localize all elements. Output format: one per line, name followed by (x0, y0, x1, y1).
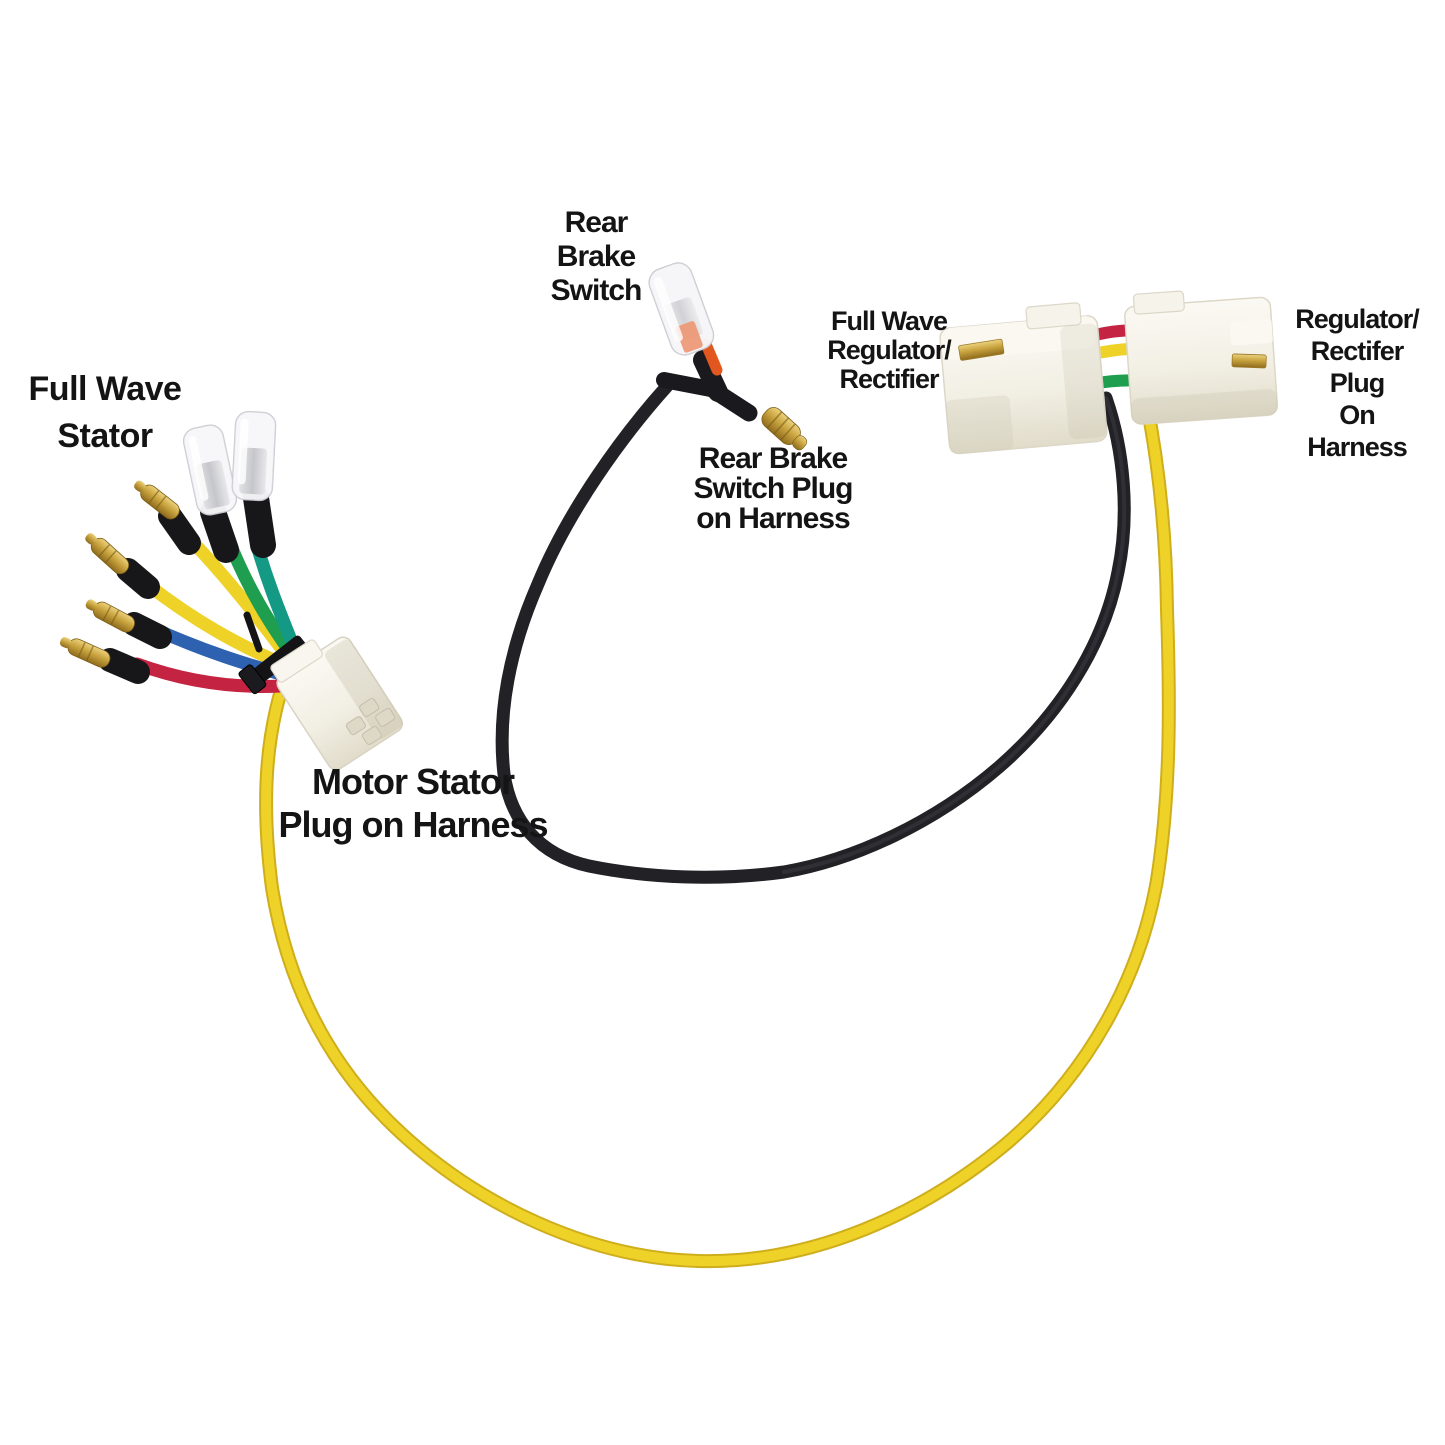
regulator-plug-connector (1124, 290, 1279, 425)
bullet-terminal-3 (85, 599, 172, 649)
regulator-collar-shade (946, 395, 1014, 454)
black-wire-sheen (782, 396, 1127, 874)
bullet-ridges (77, 642, 94, 662)
cable-tie-head (238, 664, 267, 695)
plug-cavity (375, 707, 396, 727)
label-full-wave-regulator-rectifier: Full Wave Regulator/ Rectifier (827, 306, 952, 394)
bullet-tip (792, 435, 808, 451)
rear-brake-switch-terminal (648, 262, 715, 356)
regulator-lock-tab (1025, 302, 1082, 330)
plug-cavity (345, 716, 366, 736)
label-rear-brake-switch: Rear Brake Switch (550, 206, 643, 307)
plug-cavity (359, 698, 380, 717)
heat-shrink (116, 558, 160, 599)
label-motor-stator-plug: Motor Stator Plug on Harness (278, 761, 548, 845)
cable-tie-band (250, 635, 308, 684)
stator-wire-yellow-2 (140, 577, 290, 671)
orange-wire-segment (700, 338, 723, 376)
regulator-rectifier-connector (939, 302, 1108, 455)
heat-shrink (158, 504, 201, 555)
motor-stator-plug-connector (270, 636, 404, 771)
rear-brake-bullet-terminal (761, 407, 808, 451)
cable-tie (238, 611, 308, 695)
bullet-body (93, 601, 135, 633)
clear-cover-sheen (649, 263, 714, 355)
bullet-tip (85, 533, 97, 545)
cable-tie-tail (243, 611, 263, 653)
bullet-terminal-4 (59, 637, 150, 684)
bullet-terminal-1 (134, 480, 201, 555)
heat-shrink (243, 485, 276, 558)
bullet-ridges (766, 411, 796, 441)
label-rear-brake-switch-plug: Rear Brake Switch Plug on Harness (693, 442, 853, 535)
bullet-tip (85, 599, 98, 611)
bullet-terminal-2 (85, 533, 160, 599)
bullet-ridges (98, 544, 117, 564)
spade-terminal-green (182, 424, 239, 563)
heat-shrink (98, 648, 150, 684)
bullet-ridges (148, 490, 167, 510)
rear-brake-switch-pigtail (648, 262, 808, 451)
motor-stator-plug-tab (270, 639, 323, 683)
regulator-plug-step (1229, 318, 1273, 346)
heat-shrink (122, 612, 172, 649)
spade-terminal-teal (231, 410, 277, 558)
heat-shrink (200, 499, 239, 563)
label-full-wave-stator: Full Wave Stator (28, 370, 182, 455)
bullet-body (67, 638, 111, 668)
regulator-plug-spade-terminal (1231, 353, 1267, 369)
highlight (188, 436, 209, 501)
yellow-loop-core (261, 395, 1174, 1267)
orange-insert (676, 321, 703, 353)
regulator-plug-bottom-shade (1131, 389, 1278, 425)
regulator-spade-terminal (958, 338, 1005, 361)
bullet-ridges (102, 605, 120, 625)
regulator-side-shade (1060, 323, 1107, 440)
plug-cavity (361, 726, 382, 745)
highlight (653, 277, 683, 342)
junction-arm-bullet (706, 382, 758, 422)
bullet-tip (134, 480, 146, 493)
bullet-tip (59, 637, 72, 649)
regulator-plug-lock-tab (1132, 290, 1185, 315)
stator-wire-red (130, 657, 288, 693)
highlight (237, 418, 249, 485)
label-regulator-rectifier-plug: Regulator/ Rectifer Plug On Harness (1295, 304, 1420, 462)
clear-cover-sheen (232, 411, 276, 501)
rear-brake-black-wire (495, 378, 1131, 884)
main-yellow-loop-wire (259, 393, 1176, 1269)
